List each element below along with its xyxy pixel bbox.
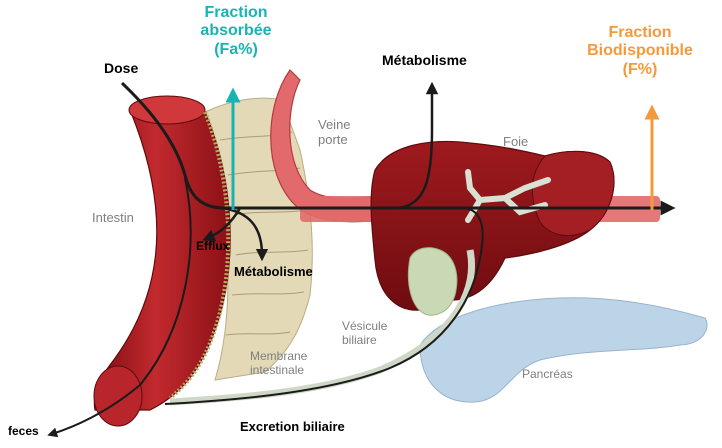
liver-right-lobe xyxy=(532,151,614,235)
membrane-line1: Membrane xyxy=(250,350,307,364)
fraction-bioavailable-label: Fraction Biodisponible (F%) xyxy=(565,24,715,79)
biliary-excretion-label: Excretion biliaire xyxy=(240,420,345,435)
efflux-label: Efflux xyxy=(196,240,229,254)
dose-label: Dose xyxy=(104,60,138,76)
liver-label: Foie xyxy=(503,135,528,150)
fraction-absorbed-label: Fraction absorbée (Fa%) xyxy=(176,4,296,59)
gallbladder-label: Vésicule biliaire xyxy=(342,320,387,348)
gut-metabolism-label: Métabolisme xyxy=(234,265,313,280)
membrane-line2: intestinale xyxy=(250,364,307,378)
pancreas-label: Pancréas xyxy=(522,368,573,382)
fraction-absorbed-line2: absorbée xyxy=(176,22,296,40)
hepatic-metabolism-label: Métabolisme xyxy=(382,52,467,68)
gallbladder-line1: Vésicule xyxy=(342,320,387,334)
fraction-absorbed-line1: Fraction xyxy=(176,4,296,22)
intestine-opening-bottom xyxy=(94,366,142,426)
intestine-label: Intestin xyxy=(92,211,134,226)
fraction-absorbed-line3: (Fa%) xyxy=(176,41,296,59)
fraction-bioavailable-line2: Biodisponible xyxy=(565,42,715,60)
gallbladder-line2: biliaire xyxy=(342,334,387,348)
fraction-bioavailable-line3: (F%) xyxy=(565,61,715,79)
gallbladder-shape xyxy=(408,248,456,316)
portal-vein-line1: Veine xyxy=(318,118,351,133)
intestine-tube xyxy=(94,99,230,410)
portal-vein-label: Veine porte xyxy=(318,118,351,148)
portal-vein-line2: porte xyxy=(318,133,351,148)
feces-label: feces xyxy=(8,425,39,439)
membrane-label: Membrane intestinale xyxy=(250,350,307,378)
fraction-bioavailable-line1: Fraction xyxy=(565,24,715,42)
pancreas-shape xyxy=(420,298,707,402)
